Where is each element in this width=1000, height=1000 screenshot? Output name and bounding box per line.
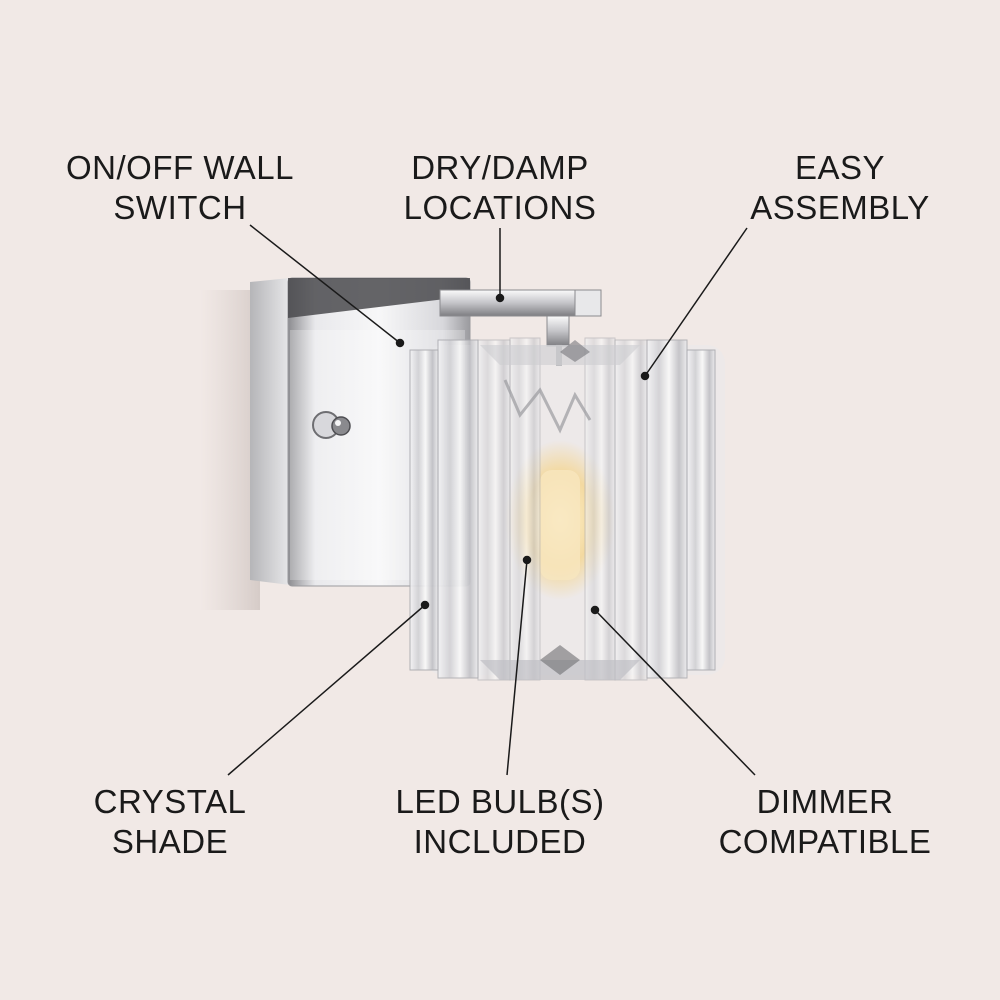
feature-label-damp-locations: DRY/DAMP LOCATIONS (360, 148, 640, 228)
callout-shade (227, 604, 426, 776)
feature-label-line: CRYSTAL (93, 783, 247, 820)
feature-label-easy-assembly: EASY ASSEMBLY (700, 148, 980, 228)
feature-label-line: LED BULB(S) (395, 783, 605, 820)
led-bulb (540, 470, 580, 580)
callout-switch (249, 224, 401, 344)
arm (439, 289, 602, 366)
callout-lines (227, 224, 756, 776)
feature-label-dimmer-compatible: DIMMER COMPATIBLE (685, 782, 965, 862)
feature-label-line: DRY/DAMP (411, 149, 589, 186)
feature-label-wall-switch: ON/OFF WALL SWITCH (40, 148, 320, 228)
feature-label-line: EASY (794, 149, 886, 186)
callout-assembly (644, 227, 748, 377)
feature-label-line: COMPATIBLE (718, 823, 932, 860)
feature-label-line: INCLUDED (413, 823, 587, 860)
callout-bulb (506, 559, 528, 776)
switch-knob-icon (312, 411, 351, 439)
feature-label-led-bulbs: LED BULB(S) INCLUDED (360, 782, 640, 862)
feature-label-line: SWITCH (113, 189, 247, 226)
callout-dimmer (594, 609, 756, 776)
feature-label-line: DIMMER (756, 783, 894, 820)
feature-label-line: LOCATIONS (403, 189, 597, 226)
crystal-shade (409, 337, 725, 681)
feature-label-crystal-shade: CRYSTAL SHADE (40, 782, 300, 862)
feature-label-line: ON/OFF WALL (66, 149, 294, 186)
feature-label-line: SHADE (111, 823, 229, 860)
feature-label-line: ASSEMBLY (750, 189, 930, 226)
